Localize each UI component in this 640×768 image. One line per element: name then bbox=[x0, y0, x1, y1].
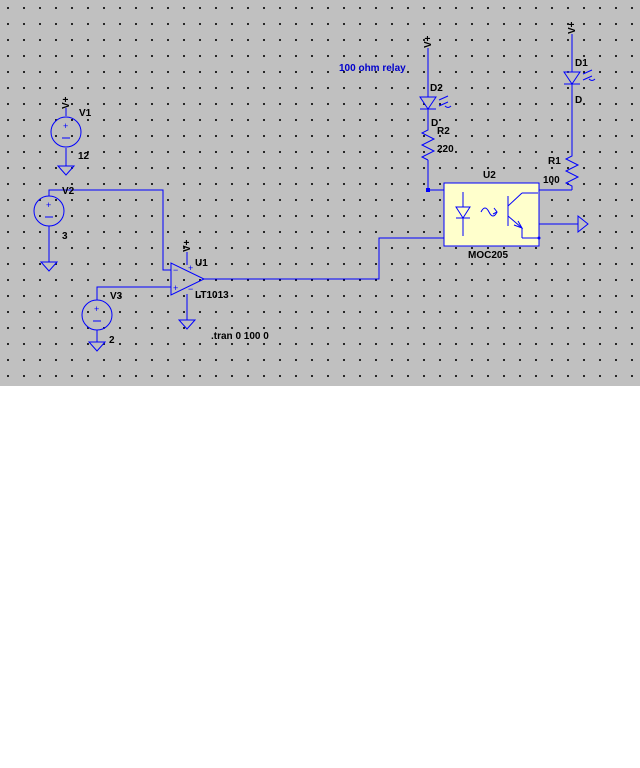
u2-name-label: U2 bbox=[483, 170, 496, 181]
svg-text:+: + bbox=[188, 263, 193, 273]
opamp-u1[interactable]: − + + − V+ U1 LT1013 bbox=[170, 239, 229, 301]
d2-supply-label: V+ bbox=[423, 35, 434, 48]
ground-u2-emitter[interactable] bbox=[577, 214, 589, 234]
ground-u1[interactable] bbox=[177, 319, 197, 330]
wires bbox=[48, 34, 578, 342]
r2-value-label: 220 bbox=[437, 144, 454, 155]
u1-supply-label: V+ bbox=[182, 239, 193, 252]
wire-v2-to-inverting-input[interactable] bbox=[48, 189, 171, 271]
v2-value-label: 3 bbox=[62, 231, 68, 242]
svg-text:+: + bbox=[94, 304, 99, 314]
u2-model-label: MOC205 bbox=[468, 250, 508, 261]
u1-model-label: LT1013 bbox=[195, 290, 229, 301]
v1-value-label: 12 bbox=[78, 151, 90, 162]
wire-opamp-output-to-u2[interactable] bbox=[204, 237, 444, 280]
voltage-source-v2[interactable]: + V2 3 bbox=[33, 186, 75, 242]
ground-symbols bbox=[39, 165, 589, 352]
v1-supply-label: V+ bbox=[61, 96, 72, 109]
wire-junction bbox=[426, 188, 430, 192]
schematic-canvas[interactable]: + V+ V1 12 + V2 3 + V3 2 − + + − V+ U1 L… bbox=[0, 0, 640, 386]
svg-text:−: − bbox=[188, 284, 193, 294]
wire-v3-to-noninverting-input[interactable] bbox=[96, 286, 171, 300]
ground-v2[interactable] bbox=[39, 261, 59, 272]
resistor-r2[interactable]: R2 220 bbox=[420, 126, 454, 161]
voltage-source-v1[interactable]: + V+ V1 12 bbox=[50, 96, 92, 162]
svg-text:+: + bbox=[173, 283, 178, 293]
optocoupler-u2[interactable]: U2 MOC205 bbox=[443, 170, 541, 261]
svg-text:+: + bbox=[46, 200, 51, 210]
wire-r2-to-u2[interactable] bbox=[427, 160, 444, 191]
d1-model-label: D bbox=[575, 95, 582, 106]
v3-value-label: 2 bbox=[109, 335, 115, 346]
voltage-source-v3[interactable]: + V3 2 bbox=[81, 291, 123, 346]
u1-name-label: U1 bbox=[195, 258, 208, 269]
r1-value-label: 100 bbox=[543, 175, 560, 186]
led-d2[interactable]: V+ D2 D bbox=[419, 35, 452, 129]
svg-text:+: + bbox=[63, 121, 68, 131]
d1-supply-label: V+ bbox=[567, 21, 578, 34]
blank-area bbox=[0, 386, 640, 768]
d2-model-label: D bbox=[431, 118, 438, 129]
resistor-r1[interactable]: R1 100 bbox=[543, 152, 580, 190]
spice-directive[interactable]: .tran 0 100 0 bbox=[211, 331, 269, 342]
r2-name-label: R2 bbox=[437, 126, 450, 137]
v2-name-label: V2 bbox=[62, 186, 75, 197]
v1-name-label: V1 bbox=[79, 108, 92, 119]
ground-v1[interactable] bbox=[56, 165, 76, 176]
svg-text:−: − bbox=[173, 265, 178, 275]
d1-name-label: D1 bbox=[575, 58, 588, 69]
schematic-drawing[interactable]: + V+ V1 12 + V2 3 + V3 2 − + + − V+ U1 L… bbox=[0, 0, 640, 386]
v3-name-label: V3 bbox=[110, 291, 123, 302]
r1-name-label: R1 bbox=[548, 156, 561, 167]
relay-comment[interactable]: 100 ohm relay bbox=[339, 63, 406, 74]
d2-name-label: D2 bbox=[430, 83, 443, 94]
led-d1[interactable]: V+ D1 D bbox=[563, 21, 596, 106]
ground-v3[interactable] bbox=[87, 341, 107, 352]
